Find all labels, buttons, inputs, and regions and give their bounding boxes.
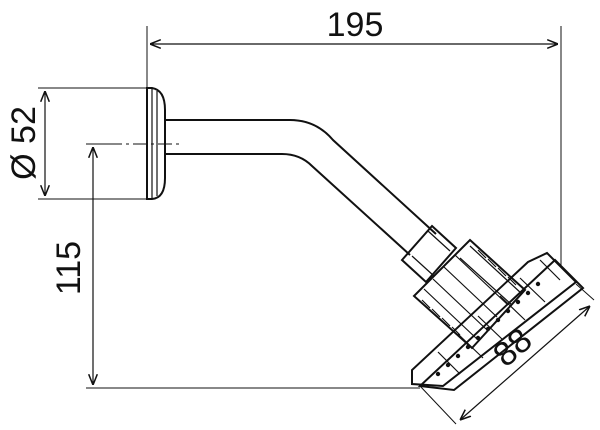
shower-arm (165, 119, 437, 256)
connector-collar (400, 224, 458, 284)
drop-height-label: 115 (50, 241, 88, 295)
flange-diameter-label: Ø 52 (5, 106, 43, 180)
overall-length-label: 195 (327, 6, 384, 44)
dimension-overall-length: 195 (146, 6, 562, 265)
wall-flange (146, 87, 166, 200)
dimension-drop-height: 115 (50, 143, 420, 389)
